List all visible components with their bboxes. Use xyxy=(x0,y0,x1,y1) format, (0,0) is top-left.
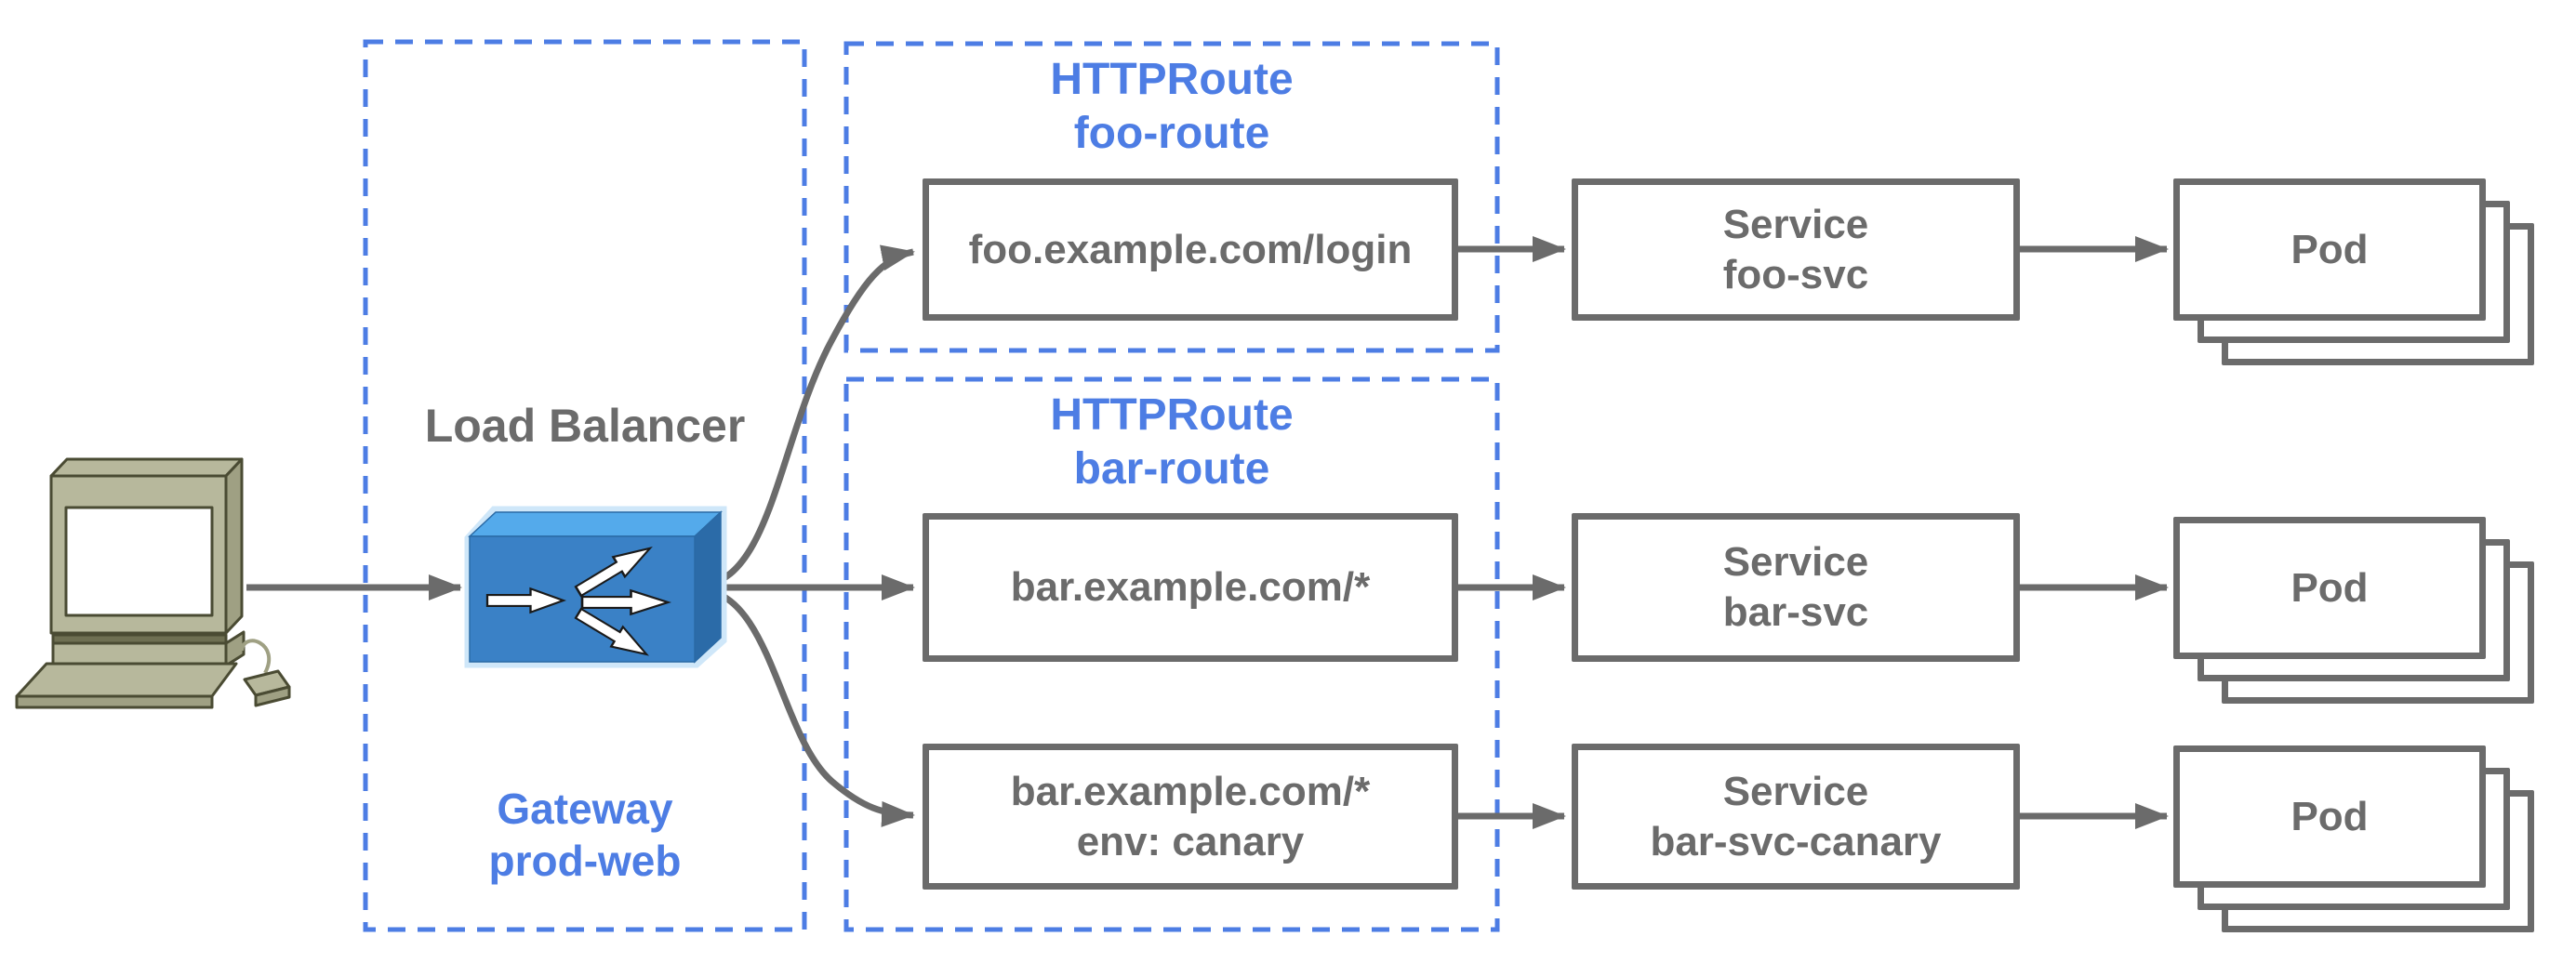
httproute-foo-title-line2: foo-route xyxy=(1073,109,1270,158)
load-balancer-title: Load Balancer xyxy=(424,400,746,452)
service-box-foo-svc-kind: Service xyxy=(1722,201,1869,247)
pod-box-bar-label: Pod xyxy=(2291,564,2369,611)
route-box-bar-canary-header: env: canary xyxy=(1076,818,1305,864)
route-box-foo-match: foo.example.com/login xyxy=(968,226,1413,272)
route-box-bar-canary: bar.example.com/* env: canary xyxy=(923,744,1458,890)
router-icon xyxy=(464,506,727,668)
service-box-bar-svc-canary-name: bar-svc-canary xyxy=(1650,818,1942,864)
pod-stack-canary: Pod xyxy=(2173,745,2545,941)
route-box-bar: bar.example.com/* xyxy=(923,513,1458,662)
service-box-bar-svc: Service bar-svc xyxy=(1572,513,2020,662)
httproute-bar-title-line1: HTTPRoute xyxy=(1050,390,1294,440)
httproute-foo-title: HTTPRoute foo-route xyxy=(846,53,1497,161)
gateway-caption: Gateway prod-web xyxy=(365,783,804,887)
desktop-computer-icon xyxy=(15,457,291,709)
pod-box-canary-label: Pod xyxy=(2291,793,2369,839)
httproute-bar-dashed-box xyxy=(843,376,1500,932)
pod-box-foo-label: Pod xyxy=(2291,226,2369,272)
httproute-bar-title-line2: bar-route xyxy=(1073,444,1270,494)
httproute-bar-title: HTTPRoute bar-route xyxy=(846,389,1497,496)
route-box-foo: foo.example.com/login xyxy=(923,178,1458,321)
pod-stack-bar: Pod xyxy=(2173,517,2545,712)
pod-box-foo: Pod xyxy=(2173,178,2486,321)
pod-box-bar: Pod xyxy=(2173,517,2486,659)
service-box-bar-svc-canary: Service bar-svc-canary xyxy=(1572,744,2020,890)
service-box-foo-svc: Service foo-svc xyxy=(1572,178,2020,321)
httproute-foo-dashed-box xyxy=(843,41,1500,353)
service-box-foo-svc-name: foo-svc xyxy=(1722,251,1869,297)
connector-arrows xyxy=(246,236,2169,829)
pod-stack-foo: Pod xyxy=(2173,178,2545,374)
gateway-caption-line2: prod-web xyxy=(488,837,682,885)
arrow-gateway-to-canary-route xyxy=(699,586,915,827)
gateway-caption-line1: Gateway xyxy=(497,785,673,833)
gateway-dashed-box xyxy=(363,39,807,932)
pod-box-canary: Pod xyxy=(2173,745,2486,888)
service-box-bar-svc-kind: Service xyxy=(1722,539,1869,585)
route-box-bar-canary-match: bar.example.com/* xyxy=(1010,768,1371,814)
service-box-bar-svc-name: bar-svc xyxy=(1722,589,1869,635)
route-box-bar-match: bar.example.com/* xyxy=(1010,564,1371,610)
arrow-gateway-to-foo-route xyxy=(699,244,915,589)
httproute-foo-title-line1: HTTPRoute xyxy=(1050,55,1294,104)
service-box-bar-svc-canary-kind: Service xyxy=(1722,768,1869,814)
